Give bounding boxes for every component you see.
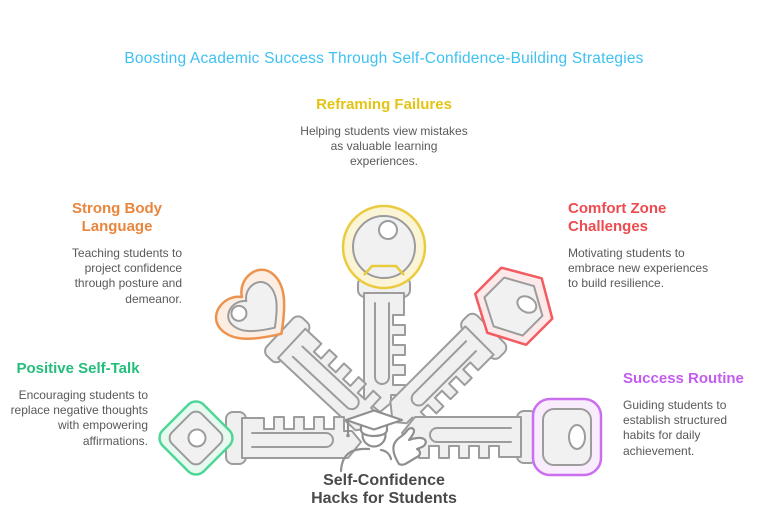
strategy-block-positive-self-talk: Positive Self-Talk Encouraging students … [8,360,148,449]
strategy-title: Reframing Failures [316,96,452,113]
center-heading: Self-Confidence Hacks for Students [0,472,768,508]
strategy-block-comfort-zone-challenges: Comfort Zone Challenges Motivating stude… [568,200,713,292]
strategy-title: Comfort Zone Challenges [568,200,667,235]
strategy-description: Encouraging students to replace negative… [10,388,148,448]
graduate-with-hand-icon [339,409,427,473]
strategy-block-success-routine: Success Routine Guiding students to esta… [623,370,751,459]
strategy-description: Teaching students to project confidence … [71,246,182,306]
page-title: Boosting Academic Success Through Self-C… [124,50,644,67]
strategy-description: Guiding students to establish structured… [623,398,728,458]
key-reframing-failures-icon [341,204,427,413]
key-success-routine-icon [401,397,603,477]
key-strong-body-language-icon [215,268,398,445]
key-comfort-zone-challenges-icon [375,266,554,445]
strategy-description: Motivating students to embrace new exper… [568,246,709,291]
center-heading-line2: Hacks for Students [311,490,457,508]
strategy-title: Positive Self-Talk [16,360,140,377]
key-positive-self-talk-icon [158,400,362,476]
strategy-block-strong-body-language: Strong Body Language Teaching students t… [52,200,182,307]
strategy-title: Strong Body Language [72,200,162,235]
center-heading-line1: Self-Confidence [323,472,445,489]
strategy-block-reframing-failures: Reframing Failures Helping students view… [299,96,469,170]
strategy-title: Success Routine [623,370,744,387]
strategy-description: Helping students view mistakes as valuab… [300,124,468,169]
